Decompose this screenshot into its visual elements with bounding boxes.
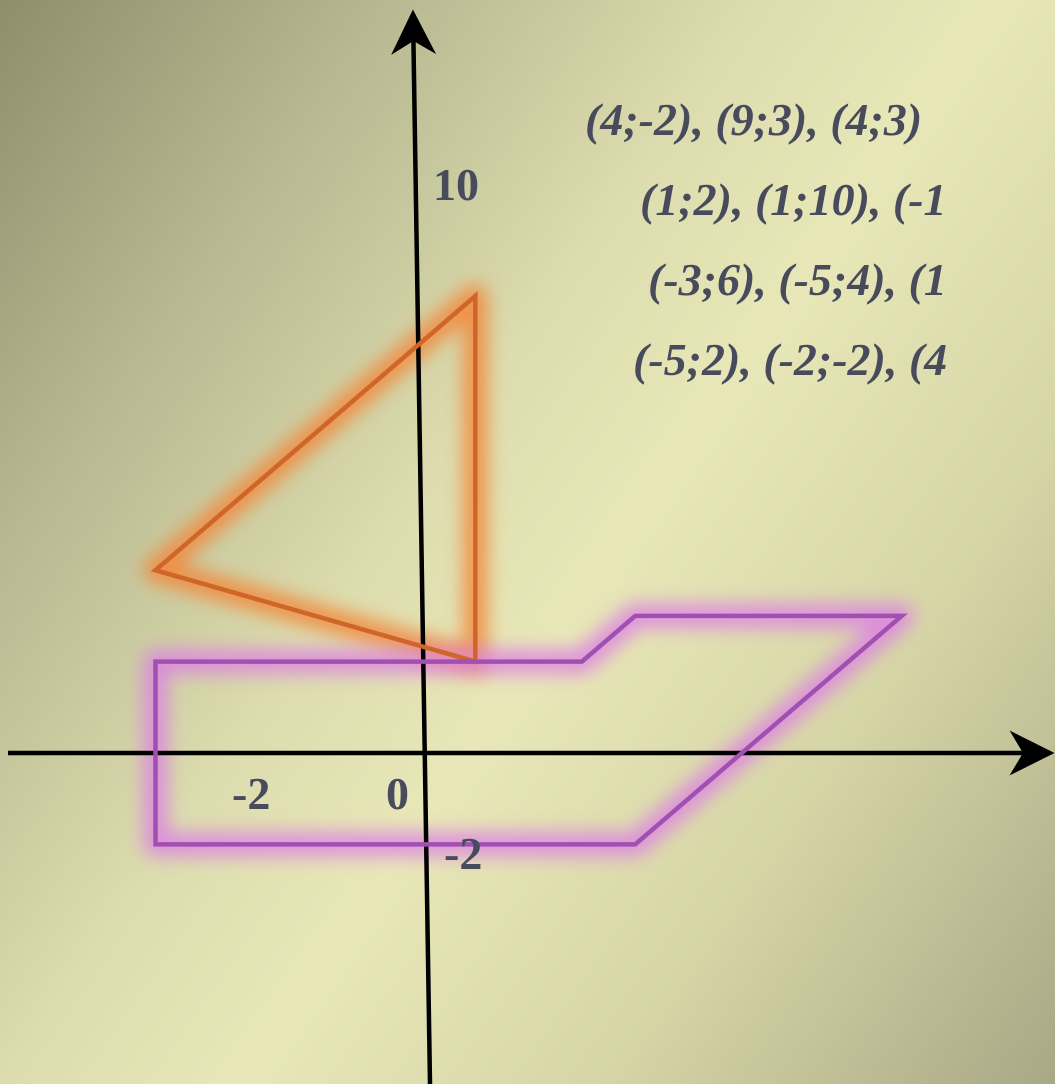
coordinates-line-4: (-5;2), (-2;-2), (4	[633, 334, 948, 385]
x-tick-label-neg2: -2	[232, 768, 270, 819]
y-tick-label-10: 10	[433, 159, 479, 210]
boat-hull-polygon	[153, 613, 908, 847]
coordinates-line-1: (4;-2), (9;3), (4;3)	[585, 94, 923, 145]
origin-label: 0	[386, 768, 409, 819]
coordinates-line-2: (1;2), (1;10), (-1	[640, 174, 947, 225]
sail-glow	[143, 284, 488, 674]
sail-polygon	[150, 291, 478, 665]
coordinates-line-3: (-3;6), (-5;4), (1	[648, 254, 947, 305]
y-tick-label-neg2: -2	[444, 828, 482, 879]
y-axis	[391, 9, 437, 1084]
